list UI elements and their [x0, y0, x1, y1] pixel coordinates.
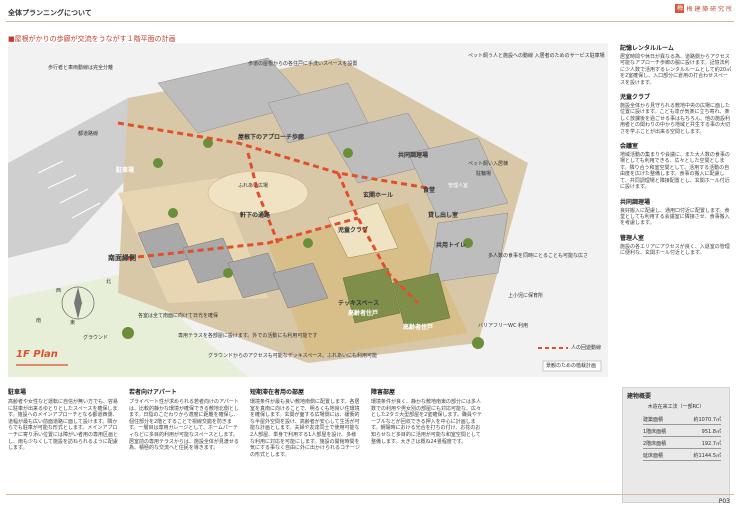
sidebar-text: 施設全体から見守られる敷地中央の広場に面した位置に設けます。こども達が気楽に立ち…	[620, 103, 731, 135]
sidebar-text: 良好搬入に配慮し、通用口付近に配置します。食堂としても利用する会議室に隣接させ、…	[620, 207, 730, 227]
page-header: 全体プランニングについて 梅 梅 建 築 研 究 所	[0, 0, 740, 28]
label-sunny-path: 南面縁側	[108, 254, 136, 262]
label-terrace-note: 専用テラスを各部屋に設けます。外での活動にも利用可能です	[178, 333, 318, 339]
summary-row: 建築面積 約1070.7㎡	[643, 416, 721, 425]
summary-value: 192.7㎡	[701, 441, 721, 447]
summary-subtitle: 木造在来工法（一部RC）	[647, 404, 705, 410]
label-service-road: ペット飼う人と施設への動線 入居者のためのサービス駐車場	[468, 53, 605, 59]
description-short-stay: 短期滞在者用の部屋 環境条件が最も良い敷地南側に配置します。各居室を真南に向ける…	[250, 387, 361, 458]
sidebar-text: 施設の各エリアにアクセスが良く、入退室の管理に便利な、玄関ホール付近とします。	[620, 243, 730, 257]
description-heading: 障害部屋	[371, 389, 396, 396]
sidebar-heading: 児童クラブ	[620, 94, 651, 102]
summary-row: 2階床面積 192.7㎡	[643, 440, 721, 449]
description-text: プライベート性が求められる若者向けのアパートは、比較的静かな環境が確保できる敷地…	[129, 399, 239, 452]
summary-key: 建築面積	[643, 417, 664, 423]
summary-key: 延床面積	[643, 453, 664, 459]
label-south: 南	[36, 318, 42, 324]
description-parking: 駐車場 高齢者や女性など運転に自信が無い方でも、容易に駐車が出来るゆとりとしたス…	[8, 387, 119, 458]
description-heading: 駐車場	[8, 389, 27, 396]
label-barrier-free: バリアフリーWC 利用	[478, 323, 529, 329]
label-deck-note: グラウンドからのアクセスも可能なデッキスペース。ふれあいにも利用可能	[208, 353, 378, 359]
label-toilet: 共用トイレ	[436, 242, 467, 249]
label-upper-room: 上小児に保育所	[508, 293, 544, 299]
sidebar-text: 居室時間や休日が異なる為、道路側からアクセス可能なアプローチ歩廊の脇に設けます。…	[620, 54, 732, 86]
sidebar-section-rental: 記憶レンタルルーム 居室時間や休日が異なる為、道路側からアクセス可能なアプローチ…	[620, 43, 732, 86]
label-arrow-note: 人の回遊動線	[571, 345, 602, 351]
label-management: 管理人室	[448, 183, 469, 189]
footer-divider	[6, 494, 734, 495]
label-corridor: 屋根下のアプローチ歩廊	[238, 134, 305, 141]
sidebar-section-meeting: 会議室 地域活動の集まりや会議に、また大人数の食事の場としても利用できる、広々と…	[620, 141, 732, 190]
summary-value: 951.8㎡	[701, 429, 721, 435]
label-elderly-a: 高齢者住戸	[348, 310, 379, 317]
description-heading: 短期滞在者用の部屋	[250, 389, 305, 396]
site-plan-drawing	[8, 43, 608, 377]
company-logo: 梅 梅 建 築 研 究 所	[675, 4, 732, 13]
label-ground: グラウンド	[83, 335, 109, 341]
label-kitchen: 共同調理場	[398, 152, 429, 159]
headline-text: ■屋根がかりの歩廊が交流をうながす１階平面の計画	[8, 35, 176, 43]
label-legend: 景観のための植栽計画	[546, 363, 597, 369]
logo-mark-icon: 梅	[675, 4, 685, 13]
logo-text: 梅 建 築 研 究 所	[686, 6, 732, 13]
description-heading: 若者向けアパート	[129, 389, 177, 396]
label-1f-plan: 1F Plan	[16, 349, 58, 360]
label-rental-room: 貸し出し室	[428, 212, 459, 219]
label-road: 都道路線	[78, 131, 99, 137]
label-bicycle: 駐輪場	[476, 171, 492, 177]
section-descriptions: 駐車場 高齢者や女性など運転に自信が無い方でも、容易に駐車が出来るゆとりとしたス…	[8, 387, 608, 458]
description-large-room: 障害部屋 環境条件が良く、静かな敷地南東の部分には多人数での利用や男女別の部屋に…	[371, 387, 482, 458]
label-plaza: ふれあい広場	[238, 183, 269, 189]
label-terrace: テッキスペース	[338, 300, 380, 307]
summary-row: 1階床面積 951.8㎡	[643, 428, 721, 437]
description-apartment: 若者向けアパート プライベート性が求められる若者向けのアパートは、比較的静かな環…	[129, 387, 240, 458]
description-text: 環境条件が最も良い敷地南側に配置します。各居室を真南に向けることで、明るくも地良…	[250, 399, 360, 458]
label-roof-note: 歩道の屋根からの各住戸に手洗いスペースを設置	[248, 61, 358, 67]
summary-key: 2階床面積	[643, 441, 667, 447]
label-east: 東	[70, 320, 76, 326]
label-elderly-b: 高齢者住戸	[403, 324, 434, 331]
sidebar-text: 地域活動の集まりや会議に、また大人数の食事の場としても利用できる、広々とした空間…	[620, 152, 730, 191]
summary-value: 約1144.5㎡	[693, 453, 722, 459]
site-plan-illustration: 歩行者と車両動線は完全分離 都道路線 駐車場 南面縁側 グラウンド 北 西 南 …	[8, 43, 608, 377]
page-number: P03	[718, 498, 730, 505]
compass-icon	[61, 286, 95, 320]
sidebar-section-kitchen: 共同調理場 良好搬入に配慮し、通用口付近に配置します。食堂としても利用する会議室…	[620, 197, 732, 227]
page-title: 全体プランニングについて	[8, 9, 92, 17]
summary-key: 1階床面積	[643, 429, 667, 435]
label-kids-club: 児童クラブ	[338, 227, 369, 234]
facility-descriptions: 記憶レンタルルーム 居室時間や休日が異なる為、道路側からアクセス可能なアプローチ…	[620, 43, 732, 263]
sidebar-heading: 共同調理場	[620, 198, 651, 206]
label-dining-note: 多人数の食事を同時にとることも可能な広さ	[488, 253, 589, 259]
label-inner-street: 軒下の通路	[240, 212, 271, 219]
header-divider	[6, 21, 734, 22]
label-entrance-hall: 玄関ホール	[363, 192, 394, 199]
summary-row: 延床面積 約1144.5㎡	[643, 452, 721, 461]
sidebar-heading: 管理人室	[620, 234, 645, 242]
summary-heading: 建物概要	[627, 393, 652, 400]
description-text: 高齢者や女性など運転に自信が無い方でも、容易に駐車が出来るゆとりとしたスペースを…	[8, 399, 119, 452]
description-text: 環境条件が良く、静かな敷地南東の部分には多人数での利用や男女別の部屋にも対応可能…	[371, 399, 482, 445]
section-headline: ■屋根がかりの歩廊が交流をうながす１階平面の計画	[8, 34, 176, 44]
label-north: 北	[106, 279, 112, 285]
summary-value: 約1070.7㎡	[693, 417, 722, 423]
label-dining: 食堂	[423, 187, 436, 194]
sidebar-section-management: 管理人室 施設の各エリアにアクセスが良く、入退室の管理に便利な、玄関ホール付近と…	[620, 233, 732, 257]
building-summary: 建物概要 木造在来工法（一部RC） 建築面積 約1070.7㎡ 1階床面積 951.…	[622, 387, 730, 503]
label-front-note: 各室は全て南面に向けて日光を確保	[138, 313, 219, 319]
sidebar-heading: 会議室	[620, 143, 639, 151]
label-separation: 歩行者と車両動線は完全分離	[48, 65, 114, 71]
label-pet: ペット飼い入居棟	[468, 161, 509, 167]
sidebar-heading: 記憶レンタルルーム	[620, 45, 674, 52]
label-west: 西	[56, 288, 62, 294]
label-parking: 駐車場	[116, 167, 135, 174]
sidebar-section-kids: 児童クラブ 施設全体から見守られる敷地中央の広場に面した位置に設けます。こども達…	[620, 92, 732, 135]
